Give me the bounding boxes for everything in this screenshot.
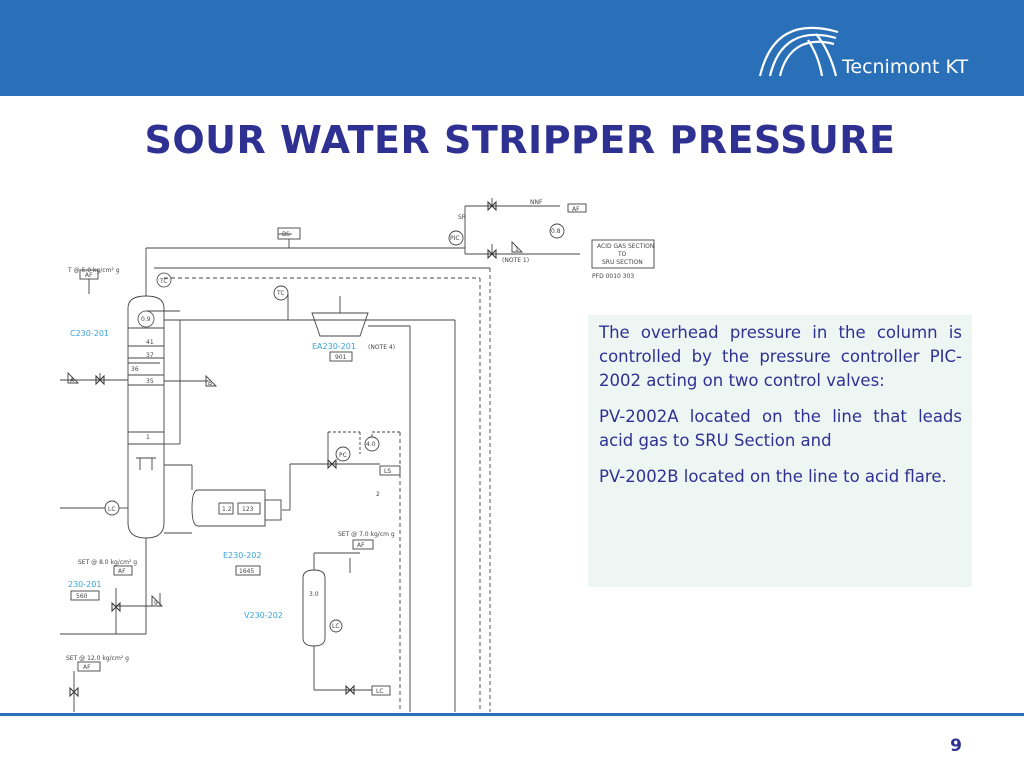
- af-tag-3: AF: [118, 568, 126, 575]
- ea-duty-label: 901: [335, 354, 347, 361]
- af-tag-4: AF: [83, 664, 91, 671]
- set-point-top-label: T @ 5.0 kg/cm² g: [67, 267, 120, 274]
- pc-bubble-label: PC: [339, 452, 347, 459]
- note-4-label: (NOTE 4): [368, 344, 395, 351]
- company-logo: Tecnimont KT: [756, 14, 1006, 84]
- slide-title: SOUR WATER STRIPPER PRESSURE: [144, 118, 896, 162]
- temp-1-2-label: 1.2: [222, 506, 232, 513]
- tray-37-label: 37: [146, 352, 154, 359]
- tc-bubble-2-label: TC: [276, 290, 285, 297]
- note-number: 1: [515, 246, 519, 253]
- af-tag-1: AF: [85, 272, 93, 279]
- footer-divider: [0, 713, 1024, 716]
- e-duty-label: 1645: [239, 568, 254, 575]
- temp-123-label: 123: [242, 506, 254, 513]
- small-2-label: 2: [376, 491, 380, 498]
- vessel-tag-v230-202: V230-202: [244, 611, 283, 620]
- pressure-4-label: 4.0: [366, 441, 376, 448]
- lc-vessel-label: LC: [332, 623, 340, 630]
- note-paragraph-2: PV-2002A located on the line that leads …: [599, 407, 962, 450]
- note-paragraph-1: The overhead pressure in the column is c…: [599, 323, 962, 390]
- pid-diagram: T @ 5.0 kg/cm² g AF BS SR PIC NNF AF (NO…: [60, 198, 655, 712]
- note-1-label: (NOTE 1): [502, 257, 529, 264]
- lc-column-label: LC: [108, 506, 116, 513]
- tie-in-9-label: 9: [154, 600, 158, 607]
- sr-tag: SR: [458, 214, 466, 221]
- page-number: 9: [950, 736, 962, 756]
- acid-gas-section-label: ACID GAS SECTION: [597, 243, 654, 250]
- stripper-column: [127, 295, 165, 539]
- exchanger-tag-e230-202: E230-202: [223, 551, 261, 560]
- left-equipment-tag: 230-201: [68, 580, 101, 589]
- tray-35-label: 35: [146, 378, 154, 385]
- left-duty-label: 560: [76, 593, 88, 600]
- tray-36-label: 36: [131, 366, 139, 373]
- set-point-12-label: SET @ 12.0 kg/cm² g: [66, 655, 129, 662]
- pic-bubble-label: PIC: [450, 235, 460, 242]
- set-point-7-label: SET @ 7.0 kg/cm g: [338, 531, 395, 538]
- tray-1-label: 1: [146, 434, 150, 441]
- ls-tag: LS: [384, 468, 391, 475]
- column-tag-c230-201: C230-201: [70, 329, 109, 338]
- note-paragraph-3: PV-2002B located on the line to acid fla…: [599, 467, 947, 486]
- explanation-text-box: The overhead pressure in the column is c…: [588, 315, 972, 587]
- logo-text: Tecnimont KT: [842, 56, 969, 78]
- condenser-tag-ea230-201: EA230-201: [312, 342, 356, 351]
- top-pressure-label: 0.9: [141, 316, 151, 323]
- tie-in-a-label: A: [70, 377, 75, 384]
- tie-in-b-label: B: [208, 380, 212, 387]
- header-bar: Tecnimont KT: [0, 0, 1024, 96]
- nnf-label: NNF: [530, 199, 543, 206]
- set-point-8-label: SET @ 8.0 kg/cm² g: [78, 559, 137, 566]
- acid-gas-to-label: TO: [617, 251, 627, 258]
- pressure-drop-label: 0.8: [551, 228, 561, 235]
- sru-section-label: SRU SECTION: [602, 259, 643, 266]
- pfd-reference: PFD 0010 303: [592, 273, 634, 280]
- bs-tag: BS: [282, 231, 290, 238]
- af-tag-2: AF: [357, 542, 365, 549]
- tray-41-label: 41: [146, 339, 154, 346]
- vessel-pressure-label: 3.0: [309, 591, 319, 598]
- logo-arcs-icon: [758, 26, 839, 77]
- lc-bottom-label: LC: [376, 688, 384, 695]
- tc-bubble-1-label: TC: [159, 278, 168, 285]
- af-flare-tag: AF: [572, 206, 580, 213]
